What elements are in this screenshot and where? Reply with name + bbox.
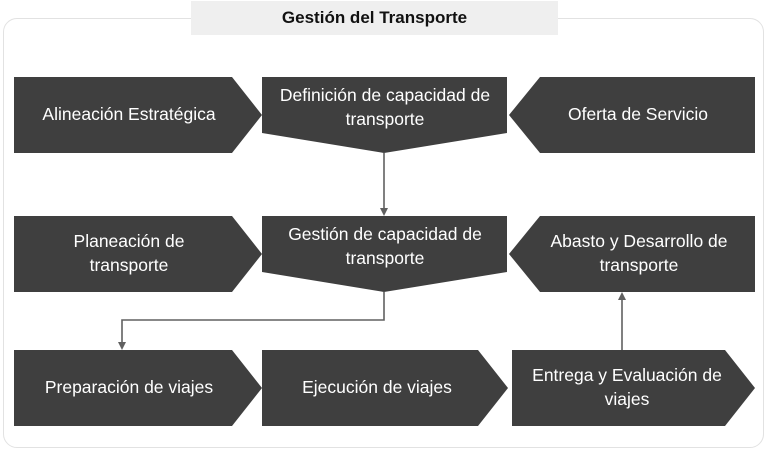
- node-gestion-shape: [262, 216, 507, 292]
- diagram-title: Gestión del Transporte: [191, 1, 558, 35]
- node-planeacion-label: Planeación de transporte: [73, 231, 185, 275]
- node-preparacion-label: Preparación de viajes: [44, 377, 214, 398]
- node-preparacion-shape: [14, 350, 262, 426]
- node-gestion-label: Gestión de capacidad de transporte: [288, 224, 482, 268]
- edge-gestion-preparacion: [118, 292, 385, 350]
- node-oferta-label: Oferta de Servicio: [567, 104, 709, 125]
- node-definicion-shape: [262, 77, 507, 153]
- node-ejecucion-shape: [262, 350, 508, 426]
- node-planeacion-shape: [14, 216, 262, 292]
- node-definicion-label: Definición de capacidad de transporte: [279, 85, 491, 129]
- node-abasto-shape: [509, 216, 755, 292]
- node-abasto-label: Abasto y Desarrollo de transporte: [550, 231, 728, 275]
- node-alineacion-label: Alineación Estratégica: [42, 104, 216, 125]
- node-entrega-label: Entrega y Evaluación de viajes: [532, 365, 722, 409]
- node-alineacion-shape: [14, 77, 262, 153]
- node-ejecucion-label: Ejecución de viajes: [302, 377, 452, 398]
- node-entrega-shape: [512, 350, 755, 426]
- node-oferta-shape: [509, 77, 755, 153]
